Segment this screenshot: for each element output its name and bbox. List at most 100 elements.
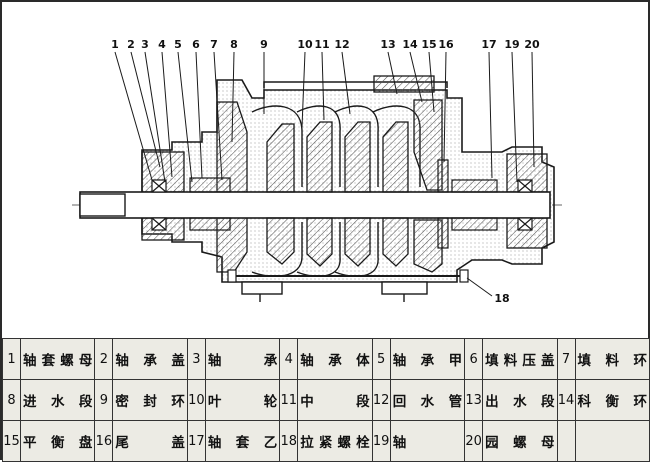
legend-part-number: 18 <box>279 420 299 462</box>
legend-part-number: 5 <box>371 338 391 380</box>
legend-part-name: 轴 <box>389 420 466 462</box>
discharge-section <box>413 99 443 191</box>
shaft-coupling-end <box>79 193 126 217</box>
legend-part-name: 轴套乙 <box>204 420 281 462</box>
legend-part-number: 10 <box>186 379 206 421</box>
leader-11 <box>321 51 325 121</box>
legend-part-number <box>556 420 576 462</box>
leader-8 <box>231 51 235 143</box>
leader-13 <box>387 51 398 95</box>
balance-disc <box>437 159 449 193</box>
inlet-section <box>216 101 248 193</box>
legend-part-name: 拉紧螺栓 <box>297 420 373 462</box>
callout-16: 16 <box>438 38 454 51</box>
legend-part-number: 11 <box>279 379 299 421</box>
callout-leaders <box>114 51 535 297</box>
legend-part-name: 叶轮 <box>204 379 281 421</box>
callout-19: 19 <box>504 38 519 51</box>
callout-12: 12 <box>334 38 349 51</box>
leader-6 <box>195 51 203 179</box>
callout-8: 8 <box>230 38 238 51</box>
callout-7: 7 <box>210 38 218 51</box>
legend-part-name: 回水管 <box>389 379 466 421</box>
callout-5: 5 <box>174 38 182 51</box>
callout-13: 13 <box>380 38 395 51</box>
legend-part-number: 19 <box>371 420 391 462</box>
legend-part-number: 17 <box>186 420 206 462</box>
shaft <box>79 191 551 219</box>
leader-2 <box>130 51 161 168</box>
legend-part-number: 12 <box>371 379 391 421</box>
callout-3: 3 <box>141 38 149 51</box>
legend-part-number: 13 <box>464 379 484 421</box>
legend-part-name: 园螺母 <box>482 420 558 462</box>
legend-part-name: 中段 <box>297 379 373 421</box>
legend-part-name: 轴承 <box>204 338 281 380</box>
callout-18: 18 <box>494 292 509 305</box>
legend-part-name: 填料环 <box>574 338 650 380</box>
leader-18 <box>466 277 493 297</box>
legend-part-number: 2 <box>94 338 114 380</box>
legend-part-number: 7 <box>556 338 576 380</box>
leader-1 <box>114 51 153 181</box>
legend-part-name: 轴承盖 <box>112 338 188 380</box>
legend-part-number: 1 <box>2 338 21 380</box>
legend-part-name: 进水段 <box>19 379 96 421</box>
middle-sections <box>251 105 421 278</box>
bearing-right <box>517 179 533 231</box>
pump-feet <box>241 281 428 302</box>
callout-2: 2 <box>127 38 135 51</box>
legend-part-number: 9 <box>94 379 114 421</box>
legend-part-name: 填料压盖 <box>482 338 558 380</box>
callout-9: 9 <box>260 38 268 51</box>
legend-part-name: 平衡盘 <box>19 420 96 462</box>
leader-7 <box>213 51 223 181</box>
legend-part-name: 科衡环 <box>574 379 650 421</box>
legend-part-name: 轴承甲 <box>389 338 466 380</box>
outlet-flange <box>373 75 435 93</box>
legend-part-name: 轴套螺母 <box>19 338 96 380</box>
legend-part-number: 15 <box>2 420 21 462</box>
legend-part-number: 16 <box>94 420 114 462</box>
leader-4 <box>161 51 173 178</box>
callout-20: 20 <box>524 38 540 51</box>
legend-part-name: 轴承体 <box>297 338 373 380</box>
bearing-left <box>151 179 167 231</box>
callout-17: 17 <box>481 38 496 51</box>
callout-15: 15 <box>421 38 436 51</box>
legend-part-number: 14 <box>556 379 576 421</box>
leader-15 <box>428 51 435 113</box>
leader-5 <box>177 51 193 183</box>
impellers-upper <box>266 121 409 193</box>
legend-part-number: 6 <box>464 338 484 380</box>
callout-6: 6 <box>192 38 200 51</box>
legend-part-number: 8 <box>2 379 21 421</box>
leader-14 <box>409 51 423 103</box>
leader-10 <box>301 51 306 128</box>
leader-17 <box>488 51 493 179</box>
impellers-lower <box>266 217 409 267</box>
packing-left <box>189 177 231 193</box>
legend-part-name: 密封环 <box>112 379 188 421</box>
legend-part-number: 3 <box>186 338 206 380</box>
legend-part-number: 20 <box>464 420 484 462</box>
leader-19 <box>511 51 518 183</box>
leader-16 <box>443 51 447 163</box>
legend-part-name: 尾盖 <box>112 420 188 462</box>
legend-part-name <box>574 420 650 462</box>
callout-11: 11 <box>314 38 329 51</box>
leader-3 <box>144 51 166 183</box>
callout-14: 14 <box>402 38 418 51</box>
leader-12 <box>341 51 351 115</box>
callout-4: 4 <box>158 38 166 51</box>
legend-part-name: 出水段 <box>482 379 558 421</box>
legend-part-number: 4 <box>279 338 299 380</box>
packing-right <box>451 179 498 193</box>
